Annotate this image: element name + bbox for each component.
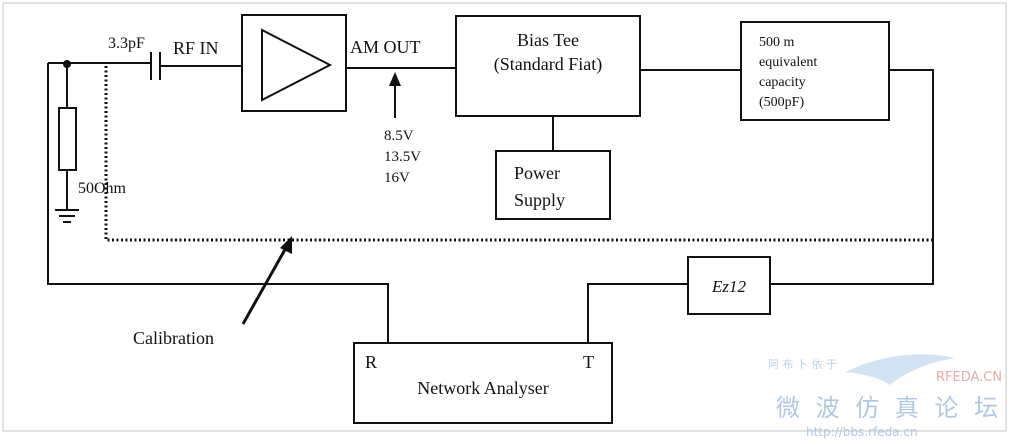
rf-in-label: RF IN xyxy=(173,38,219,58)
bias-tee-title: Bias Tee xyxy=(517,30,579,50)
bias-tee-subtitle: (Standard Fiat) xyxy=(494,54,602,75)
capacitor-label: 3.3pF xyxy=(108,35,145,52)
watermark-wing-icon xyxy=(845,354,955,385)
power-supply-box xyxy=(495,150,611,220)
calibration-path xyxy=(104,66,933,242)
voltage-label-2: 13.5V xyxy=(384,149,421,165)
cable-line4: (500pF) xyxy=(759,95,804,110)
wire-cable-to-ez12 xyxy=(770,69,934,285)
bias-tee-box xyxy=(455,15,641,117)
wire-left-to-na-r xyxy=(47,63,389,343)
junction-dot xyxy=(63,60,71,68)
ez12-label: Ez12 xyxy=(711,277,747,296)
na-port-r: R xyxy=(365,352,377,372)
am-out-label: AM OUT xyxy=(350,37,421,57)
resistor-label: 50Ohm xyxy=(78,180,127,197)
network-analyser-box xyxy=(353,342,613,424)
outer-frame xyxy=(2,2,1007,432)
wire-ez12-to-na-t xyxy=(587,283,688,343)
amplifier-triangle xyxy=(261,28,333,102)
amplifier-box xyxy=(241,14,347,112)
voltage-label-1: 8.5V xyxy=(384,128,414,144)
watermark: 阿 布 卜 依 于 RFEDA.CN 微 波 仿 真 论 坛 http://bb… xyxy=(768,354,1002,439)
watermark-brand: RFEDA.CN xyxy=(936,370,1002,385)
na-port-t: T xyxy=(583,352,594,372)
cable-line3: capacity xyxy=(759,75,806,90)
power-supply-line1: Power xyxy=(514,163,560,183)
watermark-chinese: 微 波 仿 真 论 坛 xyxy=(776,394,1002,422)
voltage-label-3: 16V xyxy=(384,170,410,186)
power-supply-line2: Supply xyxy=(514,190,565,210)
calibration-arrow xyxy=(241,236,292,325)
cable-line1: 500 m xyxy=(759,35,795,50)
ez12-box xyxy=(687,256,771,315)
am-out-arrow xyxy=(389,72,401,118)
network-analyser-label: Network Analyser xyxy=(417,378,548,398)
resistor-body xyxy=(58,107,77,171)
calibration-label: Calibration xyxy=(133,328,214,348)
watermark-top: 阿 布 卜 依 于 xyxy=(768,358,837,371)
cable-line2: equivalent xyxy=(759,55,817,70)
watermark-url: http://bbs.rfeda.cn xyxy=(806,425,918,439)
